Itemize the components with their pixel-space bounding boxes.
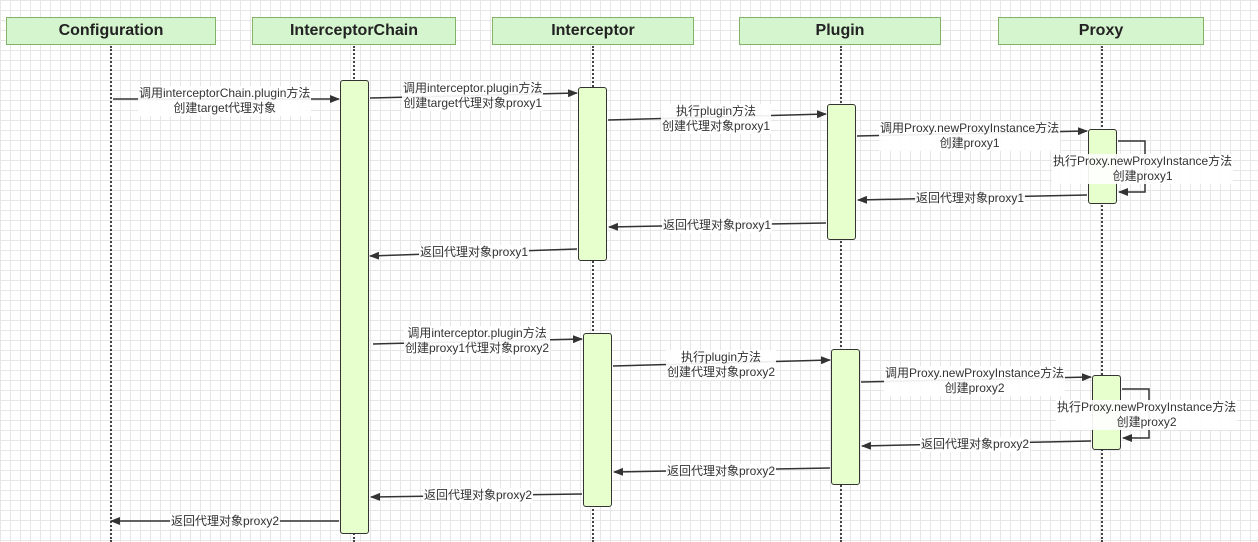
label-m10-line1: 执行plugin方法 — [681, 350, 762, 364]
label-m11-line2: 创建proxy2 — [944, 381, 1005, 395]
label-m5-line2: 创建proxy1 — [1112, 169, 1173, 183]
label-m4-line2: 创建proxy1 — [939, 136, 1000, 150]
actor-plugin[interactable]: Plugin — [739, 17, 941, 45]
activation-plugin-1[interactable] — [827, 104, 856, 240]
label-m12-line1: 执行Proxy.newProxyInstance方法 — [1057, 400, 1237, 414]
activation-interceptor-2[interactable] — [583, 333, 612, 507]
label-m14: 返回代理对象proxy2 — [666, 464, 777, 479]
label-m8: 返回代理对象proxy1 — [419, 245, 530, 260]
label-m1-line2: 创建target代理对象 — [173, 101, 277, 115]
label-m5-line1: 执行Proxy.newProxyInstance方法 — [1053, 154, 1233, 168]
label-m2-line1: 调用interceptor.plugin方法 — [403, 81, 543, 95]
label-m16: 返回代理对象proxy2 — [170, 514, 281, 529]
label-m12: 执行Proxy.newProxyInstance方法 创建proxy2 — [1056, 400, 1238, 430]
label-m4-line1: 调用Proxy.newProxyInstance方法 — [880, 121, 1060, 135]
label-m5: 执行Proxy.newProxyInstance方法 创建proxy1 — [1052, 154, 1234, 184]
label-m14-line1: 返回代理对象proxy2 — [667, 464, 776, 478]
lifeline-proxy — [1101, 46, 1103, 542]
activation-plugin-2[interactable] — [831, 349, 860, 485]
label-m9: 调用interceptor.plugin方法 创建proxy1代理对象proxy… — [404, 326, 551, 356]
activation-interceptor-1[interactable] — [578, 87, 607, 261]
label-m13: 返回代理对象proxy2 — [920, 437, 1031, 452]
label-m11-line1: 调用Proxy.newProxyInstance方法 — [885, 366, 1065, 380]
label-m16-line1: 返回代理对象proxy2 — [171, 514, 280, 528]
label-m10-line2: 创建代理对象proxy2 — [667, 365, 776, 379]
actor-configuration[interactable]: Configuration — [6, 17, 216, 45]
label-m11: 调用Proxy.newProxyInstance方法 创建proxy2 — [884, 366, 1066, 396]
label-m6: 返回代理对象proxy1 — [915, 191, 1026, 206]
label-m1: 调用interceptorChain.plugin方法 创建target代理对象 — [138, 86, 312, 116]
label-m3: 执行plugin方法 创建代理对象proxy1 — [661, 104, 772, 134]
label-m10: 执行plugin方法 创建代理对象proxy2 — [666, 350, 777, 380]
label-m13-line1: 返回代理对象proxy2 — [921, 437, 1030, 451]
actor-interceptor[interactable]: Interceptor — [492, 17, 694, 45]
label-m7: 返回代理对象proxy1 — [662, 218, 773, 233]
label-m9-line2: 创建proxy1代理对象proxy2 — [405, 341, 550, 355]
actor-proxy[interactable]: Proxy — [998, 17, 1204, 45]
lifeline-interceptor — [592, 46, 594, 542]
activation-interceptorchain[interactable] — [340, 80, 369, 534]
label-m15: 返回代理对象proxy2 — [423, 488, 534, 503]
label-m12-line2: 创建proxy2 — [1116, 415, 1177, 429]
label-m3-line2: 创建代理对象proxy1 — [662, 119, 771, 133]
actor-interceptorchain[interactable]: InterceptorChain — [252, 17, 456, 45]
label-m7-line1: 返回代理对象proxy1 — [663, 218, 772, 232]
label-m2-line2: 创建target代理对象proxy1 — [403, 96, 543, 110]
lifeline-configuration — [110, 46, 112, 542]
label-m8-line1: 返回代理对象proxy1 — [420, 245, 529, 259]
label-m9-line1: 调用interceptor.plugin方法 — [407, 326, 547, 340]
label-m1-line1: 调用interceptorChain.plugin方法 — [139, 86, 311, 100]
lifeline-plugin — [840, 46, 842, 542]
label-m15-line1: 返回代理对象proxy2 — [424, 488, 533, 502]
label-m2: 调用interceptor.plugin方法 创建target代理对象proxy… — [402, 81, 544, 111]
label-m6-line1: 返回代理对象proxy1 — [916, 191, 1025, 205]
label-m4: 调用Proxy.newProxyInstance方法 创建proxy1 — [879, 121, 1061, 151]
label-m3-line1: 执行plugin方法 — [676, 104, 757, 118]
